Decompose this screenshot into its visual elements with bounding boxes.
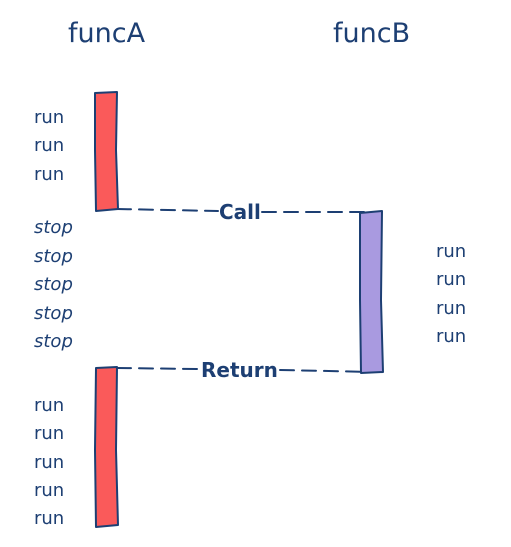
funcA-state-run: run	[34, 423, 64, 444]
funcB-state-run: run	[436, 326, 466, 347]
funcA-state-run: run	[34, 107, 64, 128]
return-line	[116, 367, 375, 373]
funcB-state-run: run	[436, 269, 466, 290]
funcA-title: funcA	[68, 18, 146, 49]
funcB-state-run: run	[436, 298, 466, 319]
funcA-state-stop: stop	[34, 331, 73, 352]
funcA-state-stop: stop	[34, 246, 73, 267]
funcA-state-stop: stop	[34, 303, 73, 324]
funcB-activation-bar	[359, 210, 384, 374]
funcA-state-run: run	[34, 395, 64, 416]
funcA-state-stop: stop	[34, 274, 73, 295]
funcA-state-run: run	[34, 480, 64, 501]
funcA-state-run: run	[34, 135, 64, 156]
funcA-state-run: run	[34, 452, 64, 473]
funcA-activation-bar-top	[94, 91, 119, 212]
funcB-state-run: run	[436, 241, 466, 262]
funcB-title: funcB	[333, 18, 410, 49]
return-label: Return	[201, 358, 278, 382]
funcA-state-run: run	[34, 164, 64, 185]
funcA-state-stop: stop	[34, 217, 73, 238]
funcA-state-run: run	[34, 508, 64, 529]
funcA-activation-bar-bottom	[94, 366, 119, 528]
call-label: Call	[219, 200, 261, 224]
